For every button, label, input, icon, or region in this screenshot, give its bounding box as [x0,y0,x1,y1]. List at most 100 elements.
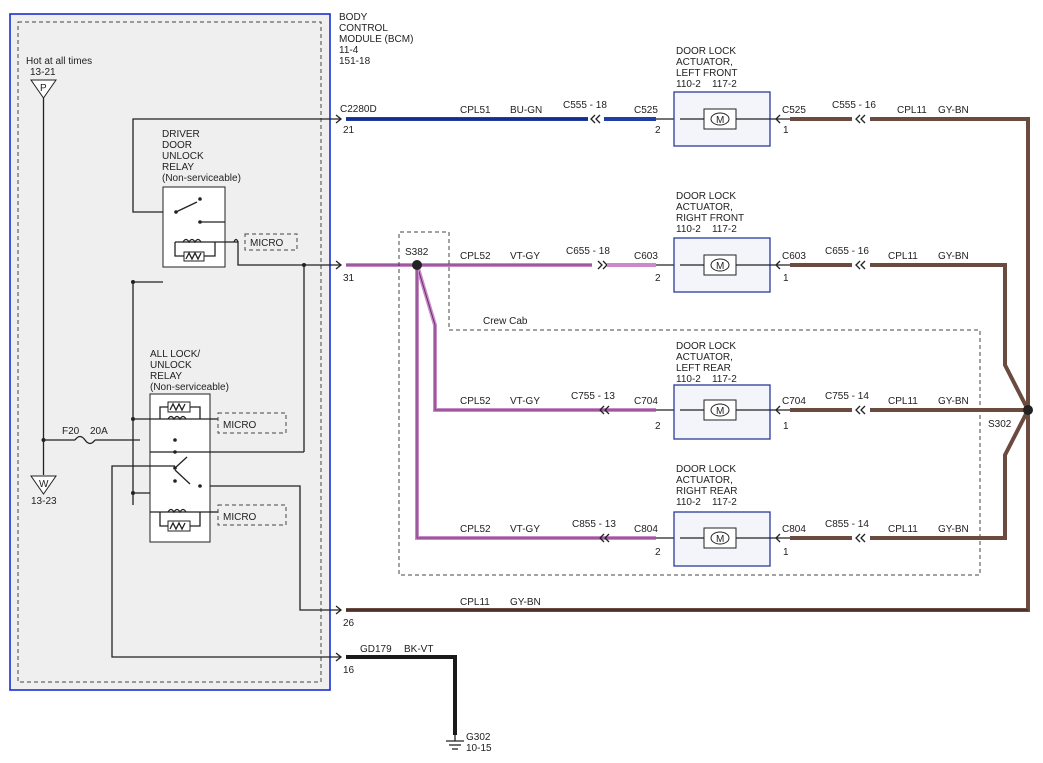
bcm-box [9,13,331,691]
lr-l3: LEFT REAR [676,363,731,374]
row2-cpl: CPL52 [460,251,491,262]
connector-arrow-icon [335,652,343,662]
connector-arrow-icon [335,260,343,270]
row4-pin-r: 1 [783,547,789,558]
hot-badge: P [40,83,47,94]
row3-pin-l: 2 [655,421,661,432]
inline-connector-icon [590,114,601,124]
row3-cpl: CPL52 [460,396,491,407]
relay-coil-icon [150,508,210,532]
lf-l1: DOOR LOCK [676,46,736,57]
row2-conn-l: C603 [634,251,658,262]
bcm-pin-21: 21 [343,125,355,136]
row2-pin-l: 2 [655,273,661,284]
wire-gd179-bk-vt [346,655,457,735]
lr-l2: ACTUATOR, [676,352,733,363]
motor-symbol: M [716,534,724,545]
connector-arrow-icon [335,605,343,615]
return-cpl: CPL11 [460,597,490,608]
fuse-rating: 20A [90,426,108,437]
row3-pin-r: 1 [783,421,789,432]
ground-icon [446,735,464,750]
all-relay-line-4: (Non-serviceable) [150,382,229,393]
bcm-title-2: CONTROL [339,23,388,34]
ground-color: BK-VT [404,644,433,655]
driver-relay-line-5: (Non-serviceable) [162,173,241,184]
splice-s302: S302 [988,419,1012,430]
ground-badge: W [39,479,49,490]
inline-connector-icon [599,405,610,415]
wire-core [416,265,656,539]
ground-ref: 13-23 [31,496,57,507]
row4-inline: C855 - 13 [572,519,616,530]
wire-cpl11-return [346,410,1030,612]
splice-s302-dot [1023,405,1033,415]
motor-symbol: M [716,261,724,272]
fuse-label: F20 [62,426,80,437]
relay-coil-icon [150,401,210,421]
rf-l3: RIGHT FRONT [676,213,744,224]
row3-color: VT-GY [510,396,540,407]
wire-core [416,264,656,411]
rr-l1: DOOR LOCK [676,464,736,475]
motor-symbol: M [716,115,724,126]
junction-dot [131,491,135,495]
row3-inline: C755 - 13 [571,391,615,402]
bcm-internal-wire-26 [210,485,340,611]
all-relay-line-2: UNLOCK [150,360,192,371]
inline-connector-icon [597,260,608,270]
row4-cpl-r: CPL11 [888,524,918,535]
relay-switch-icon [174,197,225,224]
relay-switch-icon [140,438,210,488]
all-relay-micro-2-box [217,504,287,526]
row4-cpl: CPL52 [460,524,491,535]
row2-splice: S382 [405,247,429,258]
row3-inline-r: C755 - 14 [825,391,869,402]
rf-l2: ACTUATOR, [676,202,733,213]
connector-arrow-icon [775,114,781,124]
row1-cpl-r: CPL11 [897,105,927,116]
right-wiring [346,114,1033,612]
ground-cpl: GD179 [360,644,392,655]
bcm-internal-wire-16 [111,465,340,658]
driver-relay-line-2: DOOR [162,140,192,151]
row1-conn-r: C525 [782,105,806,116]
actuator-right-rear: DOOR LOCK ACTUATOR, RIGHT REAR 110-2 117… [673,464,771,567]
return-color: GY-BN [510,597,541,608]
actuator-right-front: DOOR LOCK ACTUATOR, RIGHT FRONT 110-2 11… [673,191,771,293]
row1-color-r: GY-BN [938,105,969,116]
lf-ref: 110-2 117-2 [676,79,737,90]
splice-s382-dot [412,260,422,270]
driver-relay-micro: MICRO [250,238,284,249]
row3-conn-l: C704 [634,396,658,407]
connector-arrow-icon [775,405,781,415]
row2-cpl-r: CPL11 [888,251,918,262]
inline-connector-icon [855,533,866,543]
motor-icon [710,258,730,272]
wire-cpl11-row1 [870,117,1030,410]
rr-ref: 110-2 117-2 [676,497,737,508]
connector-arrow-icon [335,114,343,124]
row1-color: BU-GN [510,105,542,116]
micro-squiggle-icon [233,238,239,243]
fuse-icon [74,435,96,445]
all-relay-line-1: ALL LOCK/ [150,349,200,360]
bcm-ref-1: 11-4 [339,45,359,56]
driver-relay-micro-box [244,233,298,251]
row4-conn-r: C804 [782,524,806,535]
hot-ref: 13-21 [30,67,56,78]
row1-cpl: CPL51 [460,105,491,116]
lf-l3: LEFT FRONT [676,68,737,79]
bcm-pin-16: 16 [343,665,355,676]
hot-at-all-times-icon [30,79,57,99]
junction-dot [131,417,135,421]
all-relay-micro-1-box [217,412,287,434]
row3-conn-r: C704 [782,396,806,407]
bcm-connector-c2280d: C2280D [340,104,377,115]
inline-connector-icon [599,533,610,543]
row2-color-r: GY-BN [938,251,969,262]
motor-icon [710,403,730,417]
row1-pin-r: 1 [783,125,789,136]
s382-dashed-boundary [398,231,981,576]
